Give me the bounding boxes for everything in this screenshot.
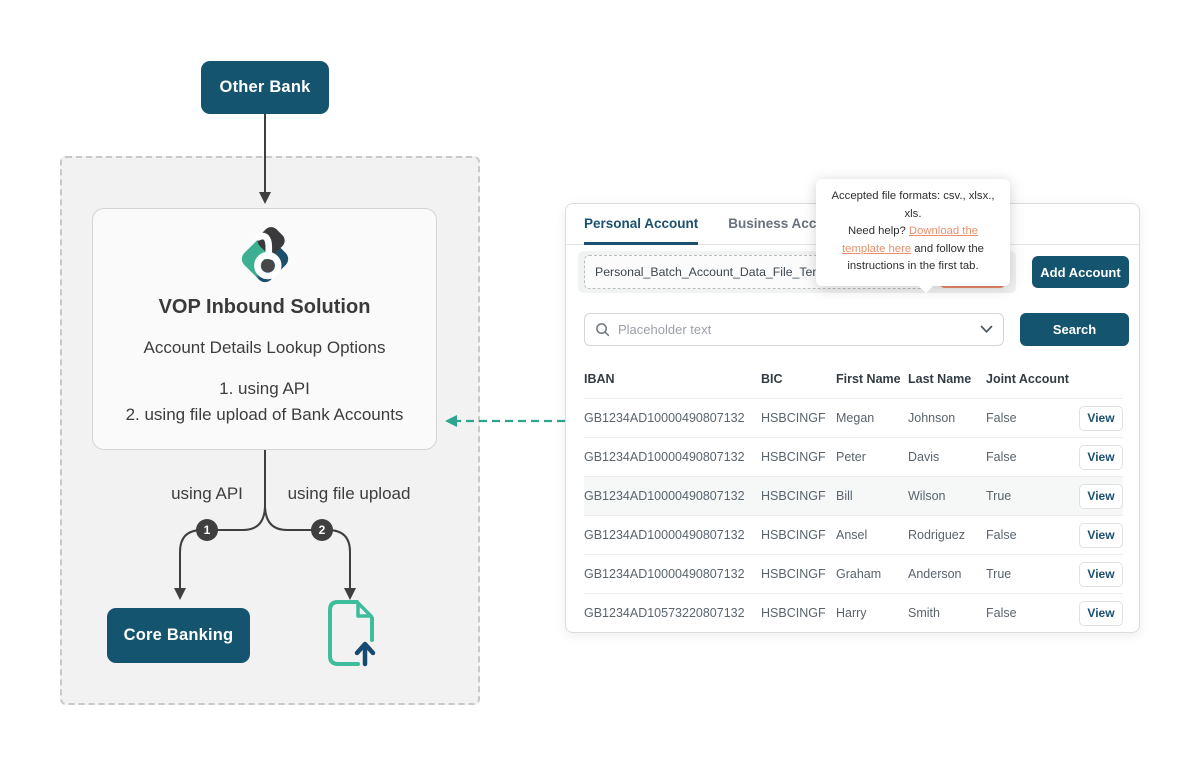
table-row: GB1234AD10000490807132 HSBCINGF Peter Da… bbox=[584, 437, 1123, 476]
cell-joint-account: True bbox=[986, 567, 1012, 581]
branch-label-api: using API bbox=[171, 484, 243, 503]
cell-bic: HSBCINGF bbox=[761, 411, 826, 425]
branch-badge-2: 2 bbox=[311, 519, 333, 541]
vop-solution-card: VOP Inbound Solution Account Details Loo… bbox=[92, 208, 437, 450]
cell-joint-account: False bbox=[986, 528, 1017, 542]
tooltip-line2-suffix: and follow the instructions in the first… bbox=[847, 242, 984, 273]
view-button[interactable]: View bbox=[1079, 405, 1123, 431]
view-button[interactable]: View bbox=[1079, 522, 1123, 548]
branch-connector-lines bbox=[174, 450, 356, 600]
cell-bic: HSBCINGF bbox=[761, 450, 826, 464]
view-button[interactable]: View bbox=[1079, 483, 1123, 509]
search-input[interactable] bbox=[618, 322, 980, 337]
cell-last-name: Anderson bbox=[908, 567, 962, 581]
chevron-down-icon[interactable] bbox=[980, 325, 993, 334]
view-button[interactable]: View bbox=[1079, 444, 1123, 470]
cell-first-name: Bill bbox=[836, 489, 853, 503]
download-template-link[interactable]: Download the template here bbox=[842, 225, 979, 255]
cell-first-name: Megan bbox=[836, 411, 875, 425]
cell-iban: GB1234AD10000490807132 bbox=[584, 567, 745, 581]
card-option-2: 2. using file upload of Bank Accounts bbox=[125, 404, 404, 424]
tooltip-line2-prefix: Need help? bbox=[847, 225, 909, 237]
selected-filename: Personal_Batch_Account_Data_File_Templat… bbox=[595, 265, 865, 279]
search-button[interactable]: Search bbox=[1020, 313, 1129, 346]
table-body: GB1234AD10000490807132 HSBCINGF Megan Jo… bbox=[584, 398, 1123, 632]
header-joint-account: Joint Account bbox=[986, 372, 1069, 386]
cell-joint-account: False bbox=[986, 411, 1017, 425]
cell-last-name: Wilson bbox=[908, 489, 946, 503]
cell-first-name: Harry bbox=[836, 606, 867, 620]
header-last-name: Last Name bbox=[908, 372, 972, 386]
tab-personal-account[interactable]: Personal Account bbox=[584, 204, 699, 245]
account-upload-panel: Personal Account Business Account Accept… bbox=[565, 179, 1140, 633]
cell-first-name: Graham bbox=[836, 567, 882, 581]
cell-joint-account: True bbox=[986, 489, 1012, 503]
header-bic: BIC bbox=[761, 372, 783, 386]
upload-help-tooltip: Accepted file formats: csv., xlsx., xls.… bbox=[816, 179, 1010, 286]
cell-iban: GB1234AD10000490807132 bbox=[584, 528, 745, 542]
cell-iban: GB1234AD10573220807132 bbox=[584, 606, 745, 620]
cell-iban: GB1234AD10000490807132 bbox=[584, 489, 745, 503]
other-bank-node: Other Bank bbox=[201, 61, 329, 114]
cell-last-name: Davis bbox=[908, 450, 940, 464]
cell-joint-account: False bbox=[986, 450, 1017, 464]
table-row: GB1234AD10573220807132 HSBCINGF Harry Sm… bbox=[584, 593, 1123, 632]
table-header-row: IBAN BIC First Name Last Name Joint Acco… bbox=[584, 360, 1123, 398]
cell-iban: GB1234AD10000490807132 bbox=[584, 450, 745, 464]
view-button[interactable]: View bbox=[1079, 600, 1123, 626]
table-row: GB1234AD10000490807132 HSBCINGF Ansel Ro… bbox=[584, 515, 1123, 554]
table-row: GB1234AD10000490807132 HSBCINGF Megan Jo… bbox=[584, 398, 1123, 437]
search-box bbox=[584, 313, 1004, 346]
card-title: VOP Inbound Solution bbox=[158, 296, 371, 318]
core-banking-node: Core Banking bbox=[107, 608, 250, 663]
add-account-button[interactable]: Add Account bbox=[1032, 256, 1129, 288]
tooltip-line1: Accepted file formats: csv., xlsx., xls. bbox=[831, 190, 995, 220]
cell-iban: GB1234AD10000490807132 bbox=[584, 411, 745, 425]
view-button[interactable]: View bbox=[1079, 561, 1123, 587]
other-bank-label: Other Bank bbox=[219, 78, 311, 96]
cell-last-name: Rodriguez bbox=[908, 528, 965, 542]
cell-last-name: Johnson bbox=[908, 411, 956, 425]
file-upload-icon bbox=[328, 600, 376, 667]
cell-bic: HSBCINGF bbox=[761, 489, 826, 503]
header-iban: IBAN bbox=[584, 372, 615, 386]
branch-label-file-upload: using file upload bbox=[287, 484, 411, 503]
core-banking-label: Core Banking bbox=[123, 626, 234, 644]
search-icon bbox=[596, 323, 610, 337]
arrow-other-bank-to-card bbox=[259, 114, 271, 204]
cell-bic: HSBCINGF bbox=[761, 528, 826, 542]
table-row: GB1234AD10000490807132 HSBCINGF Bill Wil… bbox=[584, 476, 1123, 515]
cell-first-name: Peter bbox=[836, 450, 866, 464]
accounts-table: IBAN BIC First Name Last Name Joint Acco… bbox=[584, 360, 1123, 632]
header-first-name: First Name bbox=[836, 372, 901, 386]
cell-bic: HSBCINGF bbox=[761, 606, 826, 620]
cell-first-name: Ansel bbox=[836, 528, 868, 542]
card-option-1: 1. using API bbox=[219, 379, 310, 398]
branch-badge-1: 1 bbox=[196, 519, 218, 541]
vop-logo-icon bbox=[241, 227, 288, 283]
table-row: GB1234AD10000490807132 HSBCINGF Graham A… bbox=[584, 554, 1123, 593]
card-subtitle: Account Details Lookup Options bbox=[143, 338, 386, 357]
cell-last-name: Smith bbox=[908, 606, 940, 620]
cell-joint-account: False bbox=[986, 606, 1017, 620]
cell-bic: HSBCINGF bbox=[761, 567, 826, 581]
arrow-panel-to-card bbox=[445, 415, 565, 427]
